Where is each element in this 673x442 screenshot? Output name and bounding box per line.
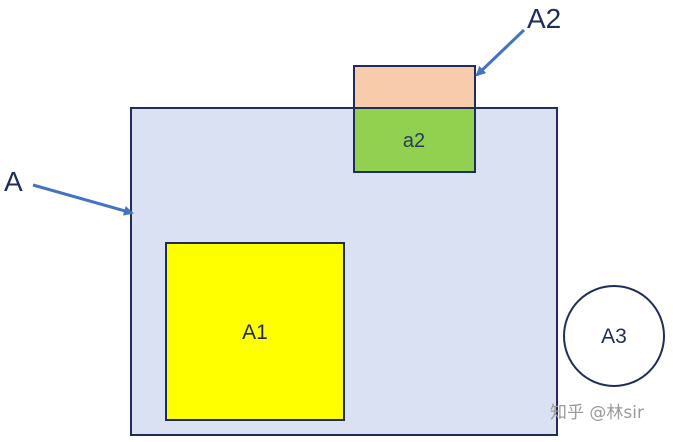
box-a2-top (353, 65, 476, 109)
label-a1: A1 (242, 321, 268, 344)
label-a3: A3 (601, 325, 627, 348)
label-a2: A2 (527, 3, 561, 34)
label-a: A (4, 166, 23, 197)
arrow-a (32, 183, 134, 216)
watermark: 知乎 @林sir (550, 403, 644, 423)
box-a1 (165, 242, 345, 421)
label-a2-lower: a2 (403, 130, 425, 152)
box-a2 (353, 107, 476, 173)
circle-a3 (563, 285, 665, 387)
arrow-a2 (475, 28, 526, 77)
